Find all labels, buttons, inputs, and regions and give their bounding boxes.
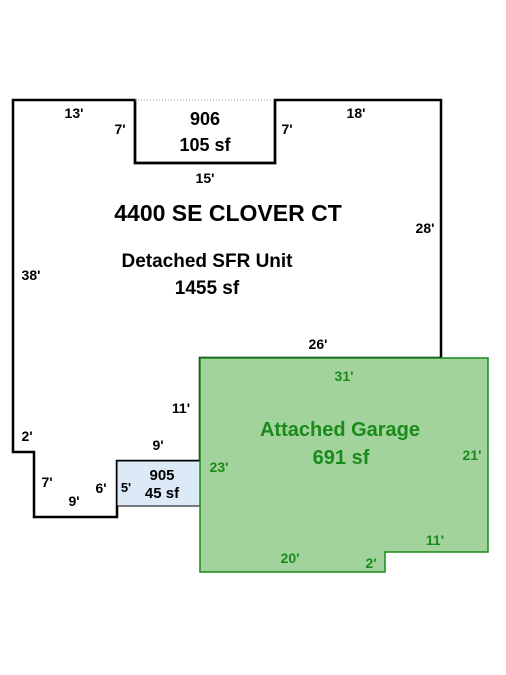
dim-top-left: 13': [65, 105, 84, 121]
garage-shape: [199, 357, 489, 573]
dim-notch-bottom: 9': [68, 493, 79, 509]
dim-notch-left: 7': [41, 474, 52, 490]
dim-notch-right: 6': [95, 480, 106, 496]
dim-inner-vertical: 11': [172, 400, 190, 416]
room-906-outline: [133, 100, 277, 165]
room-905-dim-left: 5': [121, 480, 131, 495]
dim-left: 38': [22, 267, 41, 283]
dim-bottom-right: 26': [309, 336, 328, 352]
room-905-id: 905: [149, 467, 174, 484]
garage-dim-left: 23': [210, 459, 229, 475]
room-905-area: 45 sf: [145, 485, 180, 502]
room-906-area: 105 sf: [179, 135, 231, 155]
room-906-dim-right: 7': [281, 121, 292, 137]
room-906-dim-left: 7': [114, 121, 125, 137]
garage-dim-right: 21': [463, 447, 482, 463]
address-title: 4400 SE CLOVER CT: [114, 200, 342, 226]
garage-dim-step-vertical: 2': [365, 555, 376, 571]
dim-step-left: 2': [21, 428, 32, 444]
room-906-id: 906: [190, 109, 220, 129]
garage-label: Attached Garage: [260, 419, 420, 441]
house-area: 1455 sf: [175, 278, 240, 299]
garage-dim-bottom: 20': [281, 550, 300, 566]
dim-porch-top: 9': [152, 437, 163, 453]
dim-right: 28': [416, 220, 435, 236]
house-label: Detached SFR Unit: [121, 251, 293, 272]
dim-top-right: 18': [347, 105, 366, 121]
room-906-dim-bottom: 15': [196, 170, 215, 186]
garage-dim-step-horizontal: 11': [426, 532, 444, 548]
garage-dim-top: 31': [335, 368, 354, 384]
room-905-shape: [116, 460, 201, 507]
garage-area: 691 sf: [313, 447, 370, 469]
